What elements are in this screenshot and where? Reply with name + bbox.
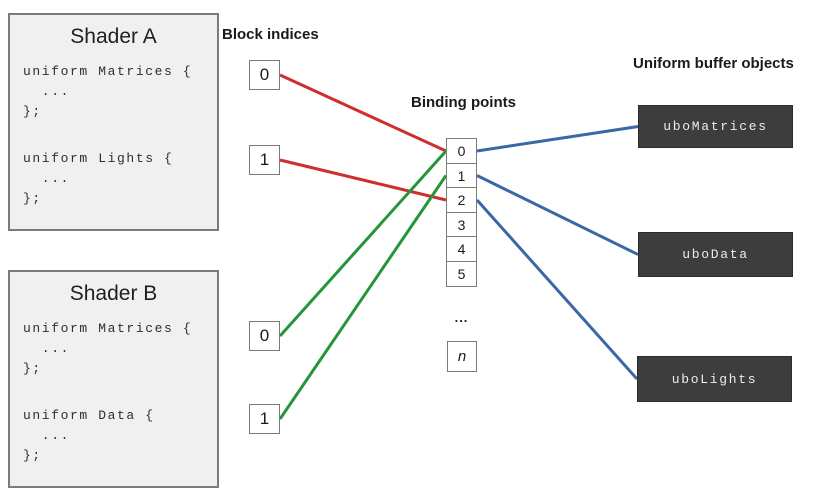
code-line: ... — [23, 171, 71, 186]
shader-b-code: uniform Matrices { ... }; uniform Data {… — [23, 321, 217, 468]
shader-b-box: Shader B uniform Matrices { ... }; unifo… — [8, 270, 219, 488]
code-line: uniform Lights { — [23, 151, 174, 166]
binding-point-4: 4 — [446, 236, 477, 262]
block-index-shader-b-1: 1 — [249, 404, 280, 434]
shader-a-title: Shader A — [70, 25, 157, 48]
code-line: uniform Matrices { — [23, 321, 193, 336]
binding-point-5: 5 — [446, 260, 477, 287]
binding-points-stack: 0 1 2 3 4 5 — [446, 138, 477, 287]
binding-point-0: 0 — [446, 138, 477, 164]
code-line: }; — [23, 361, 42, 376]
block-indices-label: Block indices — [222, 26, 319, 43]
code-line: }; — [23, 448, 42, 463]
binding-points-ellipsis: ... — [454, 310, 469, 325]
block-index-shader-b-0: 0 — [249, 321, 280, 351]
code-line: uniform Matrices { — [23, 64, 193, 79]
code-line-blank — [23, 124, 217, 151]
shader-b-title: Shader B — [69, 282, 158, 305]
code-line: uniform Data { — [23, 408, 155, 423]
shader-a-code: uniform Matrices { ... }; uniform Lights… — [23, 64, 217, 211]
uniform-buffer-objects-label: Uniform buffer objects — [633, 55, 794, 72]
ubo-box-0: uboMatrices — [638, 105, 793, 148]
code-line-blank — [23, 381, 217, 408]
binding-points-label: Binding points — [411, 94, 516, 111]
binding-point-3: 3 — [446, 211, 477, 238]
block-index-shader-a-1: 1 — [249, 145, 280, 175]
ubo-box-1: uboData — [638, 232, 793, 277]
shader-a-box: Shader A uniform Matrices { ... }; unifo… — [8, 13, 219, 231]
ubo-box-2: uboLights — [637, 356, 792, 402]
binding-point-n: n — [447, 341, 477, 372]
code-line: }; — [23, 191, 42, 206]
code-line: ... — [23, 341, 71, 356]
binding-point-1: 1 — [446, 162, 477, 189]
block-index-shader-a-0: 0 — [249, 60, 280, 90]
code-line: ... — [23, 428, 71, 443]
code-line: }; — [23, 104, 42, 119]
binding-point-2: 2 — [446, 187, 477, 213]
code-line: ... — [23, 84, 71, 99]
